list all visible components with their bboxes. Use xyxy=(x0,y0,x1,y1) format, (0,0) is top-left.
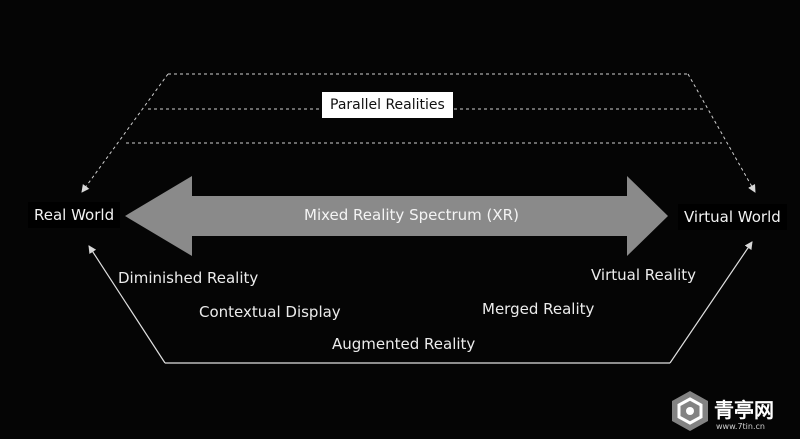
watermark-url: www.7tin.cn xyxy=(716,422,765,431)
solid-left-arrow xyxy=(88,245,166,364)
spectrum-double-arrow xyxy=(125,176,668,256)
watermark-name: 青亭网 xyxy=(714,398,774,422)
hexagon-logo-icon xyxy=(672,391,708,431)
parallel-realities-label: Parallel Realities xyxy=(322,92,453,118)
virtual-world-label: Virtual World xyxy=(678,204,787,230)
spectrum-label: Mixed Reality Spectrum (XR) xyxy=(304,206,519,224)
diminished-reality-label: Diminished Reality xyxy=(118,269,259,287)
dashed-right-arrow xyxy=(687,73,756,193)
watermark-logo: 青亭网 www.7tin.cn xyxy=(672,391,774,431)
augmented-reality-label: Augmented Reality xyxy=(332,335,476,353)
merged-reality-label: Merged Reality xyxy=(482,300,595,318)
reality-path-frame xyxy=(88,241,753,364)
virtual-reality-label: Virtual Reality xyxy=(591,266,697,284)
dashed-left-arrow xyxy=(81,73,169,193)
real-world-label: Real World xyxy=(28,202,121,228)
contextual-display-label: Contextual Display xyxy=(199,303,341,321)
solid-right-arrow xyxy=(669,241,753,364)
